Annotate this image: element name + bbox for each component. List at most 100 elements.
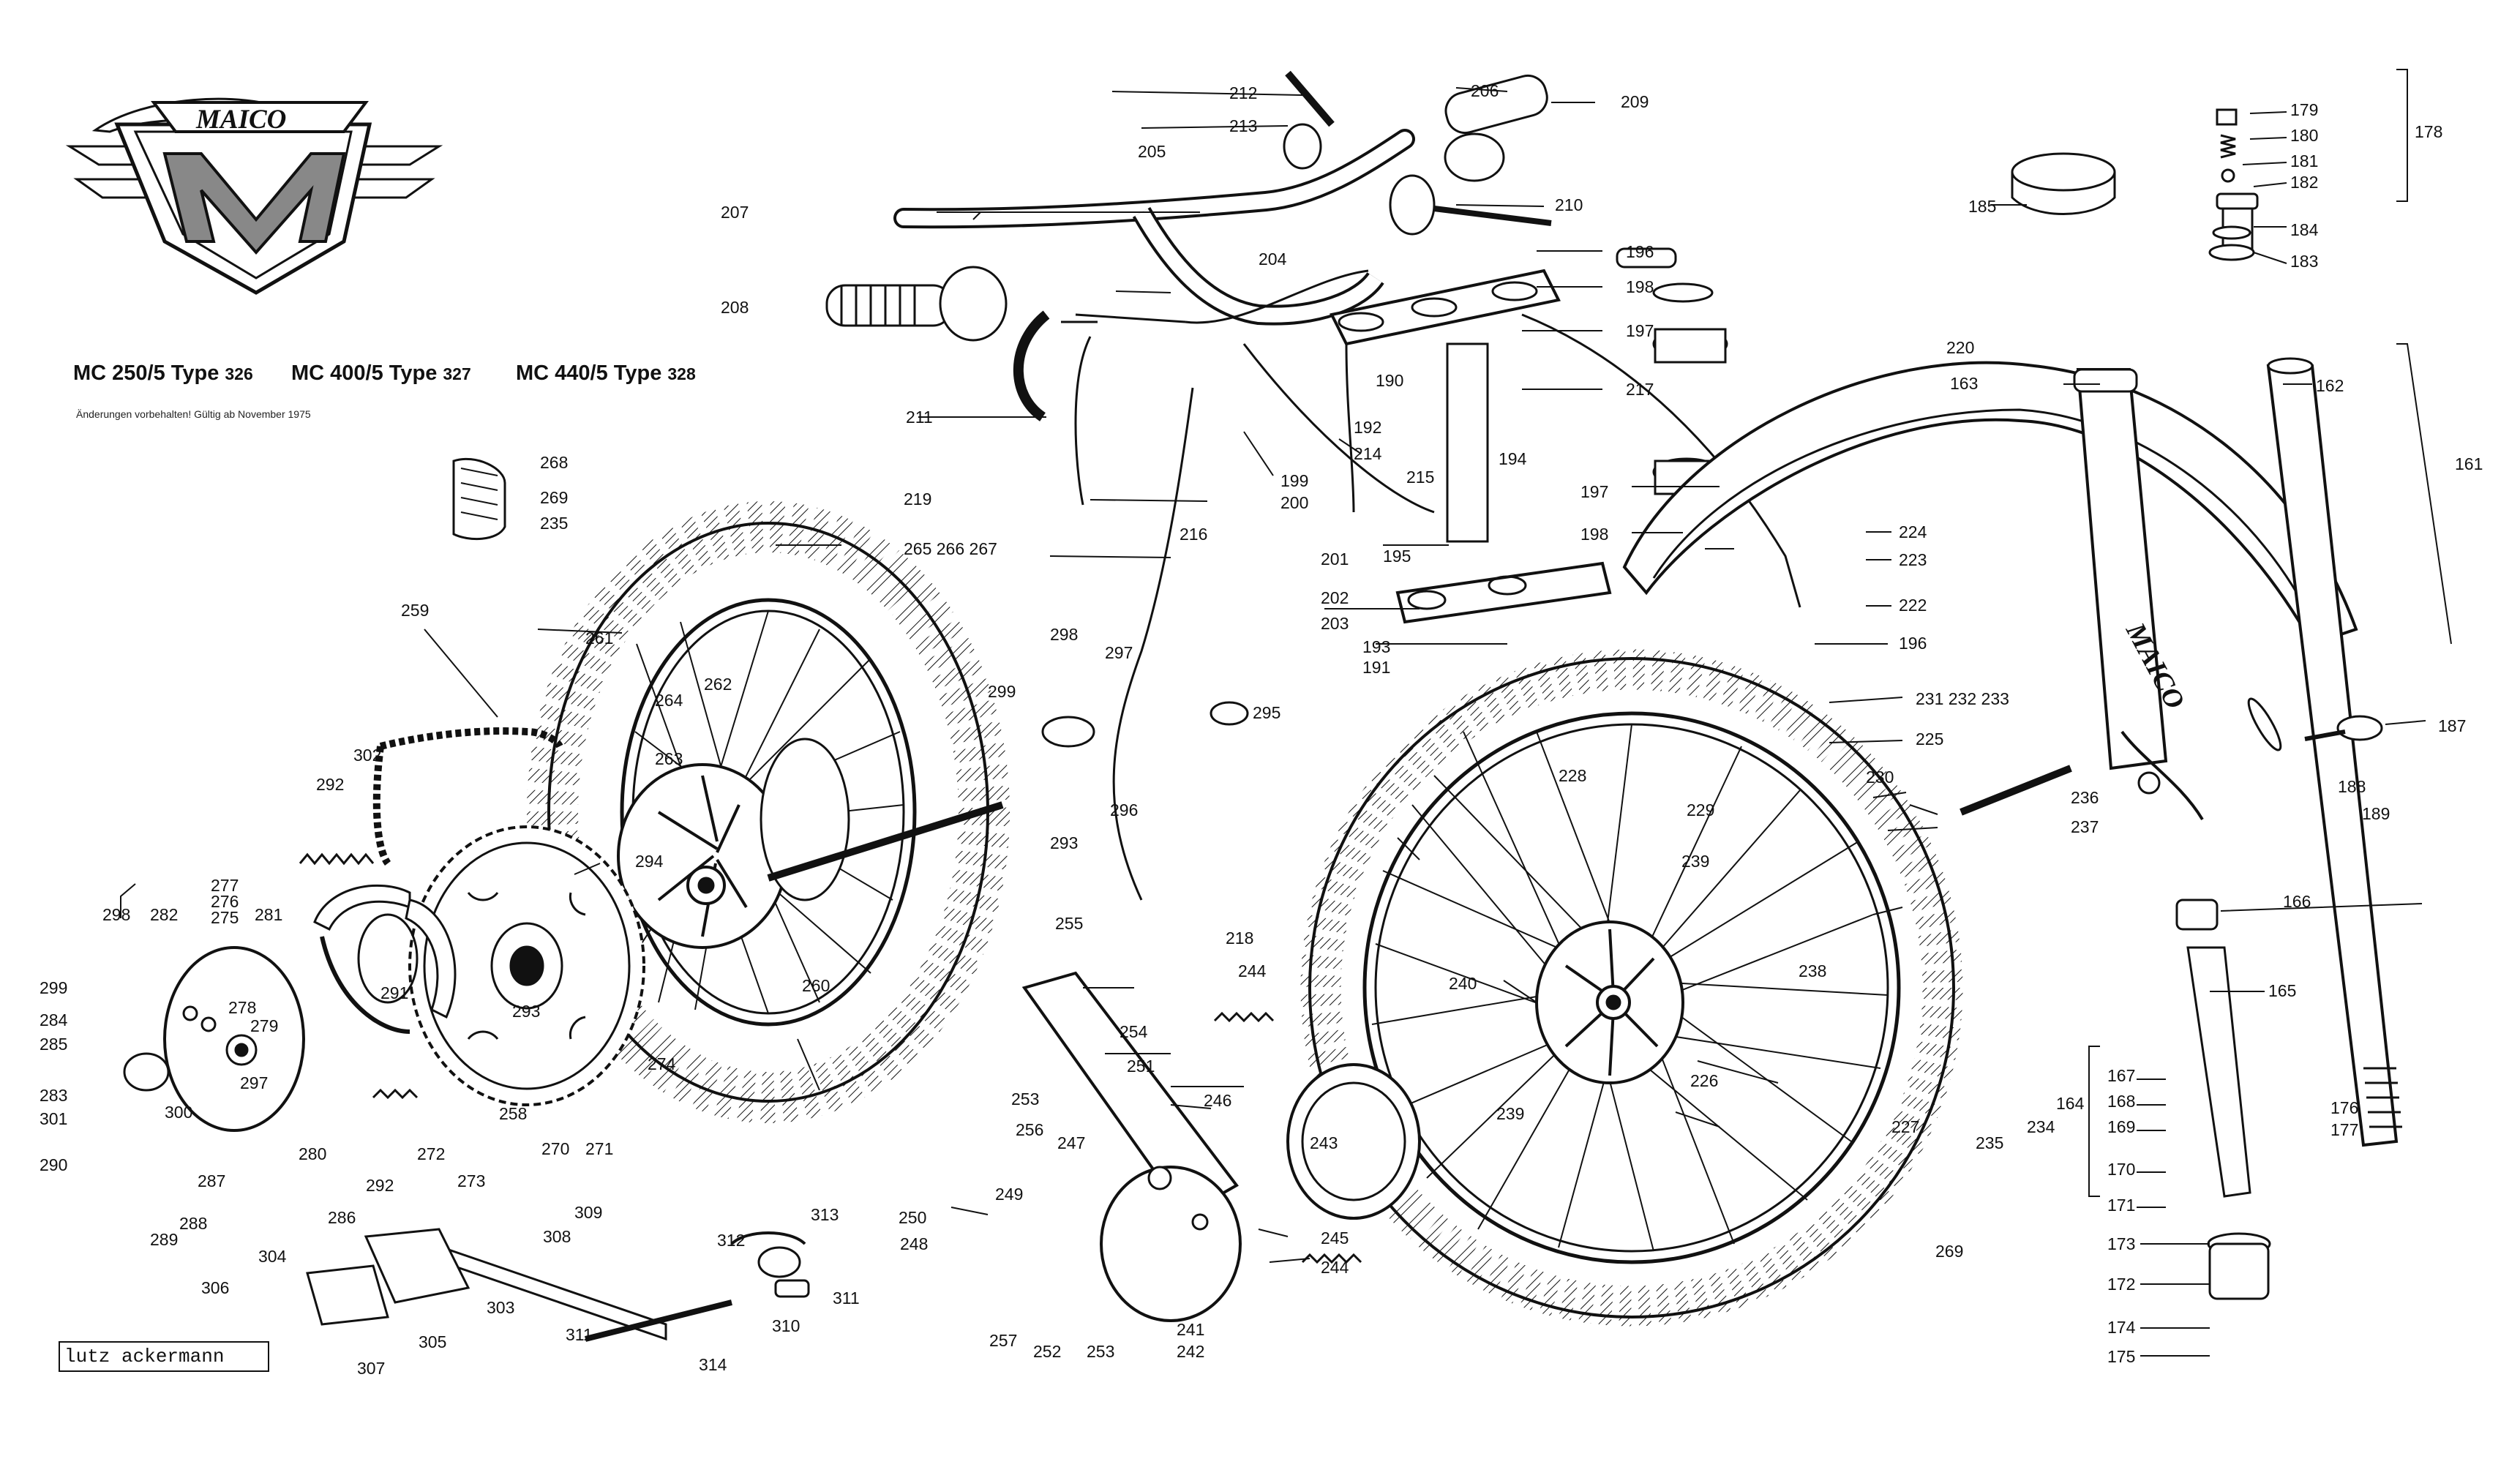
- label-196a: 196: [1626, 242, 1654, 261]
- label-260: 260: [802, 976, 830, 995]
- label-292a: 292: [316, 775, 344, 794]
- label-189: 189: [2362, 804, 2390, 823]
- label-256: 256: [1016, 1120, 1043, 1139]
- label-214: 214: [1354, 444, 1382, 463]
- label-292b: 292: [366, 1176, 394, 1195]
- label-248: 248: [900, 1234, 928, 1253]
- label-268: 268: [540, 453, 568, 472]
- label-245: 245: [1321, 1228, 1349, 1248]
- label-171: 171: [2107, 1196, 2135, 1215]
- label-176: 176: [2330, 1098, 2358, 1117]
- label-199: 199: [1280, 471, 1308, 490]
- label-290: 290: [40, 1155, 67, 1174]
- label-257: 257: [989, 1331, 1017, 1350]
- label-299a: 299: [40, 978, 67, 997]
- label-198a: 198: [1626, 277, 1654, 296]
- label-311a: 311: [566, 1325, 593, 1344]
- label-229: 229: [1687, 800, 1714, 819]
- label-163: 163: [1950, 374, 1978, 393]
- label-241: 241: [1177, 1320, 1204, 1339]
- label-293b: 293: [1050, 833, 1078, 852]
- label-284: 284: [40, 1010, 68, 1029]
- model-title-3: MC 440/5 Type 328: [516, 361, 696, 386]
- label-197b: 197: [1580, 482, 1608, 501]
- label-289: 289: [150, 1230, 178, 1249]
- label-198b: 198: [1580, 525, 1608, 544]
- label-209: 209: [1621, 92, 1649, 111]
- swingarm-parts: [306, 1228, 810, 1342]
- label-243: 243: [1310, 1133, 1338, 1152]
- model-type-2: 327: [443, 364, 471, 383]
- label-291: 291: [380, 983, 408, 1002]
- rear-brake-arm: [1021, 971, 1421, 1322]
- label-278: 278: [228, 998, 256, 1017]
- label-259: 259: [401, 601, 429, 620]
- label-238: 238: [1799, 961, 1826, 980]
- label-297b: 297: [1105, 643, 1133, 662]
- label-228: 228: [1559, 766, 1586, 785]
- label-188: 188: [2338, 777, 2366, 796]
- axles: [767, 701, 2072, 882]
- label-230: 230: [1866, 768, 1894, 787]
- label-165: 165: [2268, 981, 2296, 1000]
- label-255: 255: [1055, 914, 1083, 933]
- label-309: 309: [574, 1203, 602, 1222]
- label-314: 314: [699, 1355, 727, 1374]
- label-227: 227: [1891, 1117, 1919, 1136]
- label-185: 185: [1968, 197, 1996, 216]
- label-220: 220: [1946, 338, 1974, 357]
- label-200: 200: [1280, 493, 1308, 512]
- illustrator-credit: lutz ackermann: [59, 1341, 269, 1372]
- label-252: 252: [1033, 1342, 1061, 1361]
- label-193: 193: [1362, 637, 1390, 656]
- label-190: 190: [1376, 371, 1403, 390]
- label-175: 175: [2107, 1347, 2135, 1366]
- model-title-2: MC 400/5 Type 327: [291, 361, 471, 386]
- label-297a: 297: [240, 1073, 268, 1092]
- label-226: 226: [1690, 1071, 1718, 1090]
- label-237: 237: [2071, 817, 2099, 836]
- maico-logo: MAICO: [65, 97, 443, 295]
- label-298a: 298: [102, 905, 130, 924]
- label-172: 172: [2107, 1275, 2135, 1294]
- label-167: 167: [2107, 1066, 2135, 1085]
- label-212: 212: [1229, 83, 1257, 102]
- label-168: 168: [2107, 1092, 2135, 1111]
- label-281: 281: [255, 905, 282, 924]
- grip-right: [1444, 74, 1548, 135]
- label-213: 213: [1229, 116, 1257, 135]
- label-169: 169: [2107, 1117, 2135, 1136]
- label-240: 240: [1449, 974, 1477, 993]
- label-196b: 196: [1899, 634, 1927, 653]
- label-277: 277: [211, 876, 239, 895]
- label-231: 231 232 233: [1916, 689, 2009, 708]
- drive-chain: [372, 727, 563, 866]
- label-222: 222: [1899, 596, 1927, 615]
- brake-plate-rear: [123, 946, 305, 1132]
- label-210: 210: [1555, 195, 1583, 214]
- label-202: 202: [1321, 588, 1349, 607]
- label-208: 208: [721, 298, 749, 317]
- front-fender: [1622, 361, 2358, 646]
- model-type-1: 326: [225, 364, 253, 383]
- label-173: 173: [2107, 1234, 2135, 1253]
- label-273: 273: [457, 1171, 485, 1190]
- chain-guide: [452, 457, 506, 541]
- label-249: 249: [995, 1185, 1023, 1204]
- label-269a: 269: [540, 488, 568, 507]
- label-180: 180: [2290, 126, 2318, 145]
- label-276: 276: [211, 892, 239, 911]
- label-298b: 298: [1050, 625, 1078, 644]
- label-286: 286: [328, 1208, 356, 1227]
- label-244b: 244: [1321, 1258, 1349, 1277]
- label-275: 275: [211, 908, 239, 927]
- label-313: 313: [811, 1205, 839, 1224]
- grip-left: [825, 284, 953, 327]
- label-295: 295: [1253, 703, 1280, 722]
- label-179: 179: [2290, 100, 2318, 119]
- label-244a: 244: [1238, 961, 1267, 980]
- leader-lines: [424, 87, 2426, 1357]
- label-162: 162: [2316, 376, 2344, 395]
- label-181: 181: [2290, 151, 2318, 170]
- label-270: 270: [541, 1139, 569, 1158]
